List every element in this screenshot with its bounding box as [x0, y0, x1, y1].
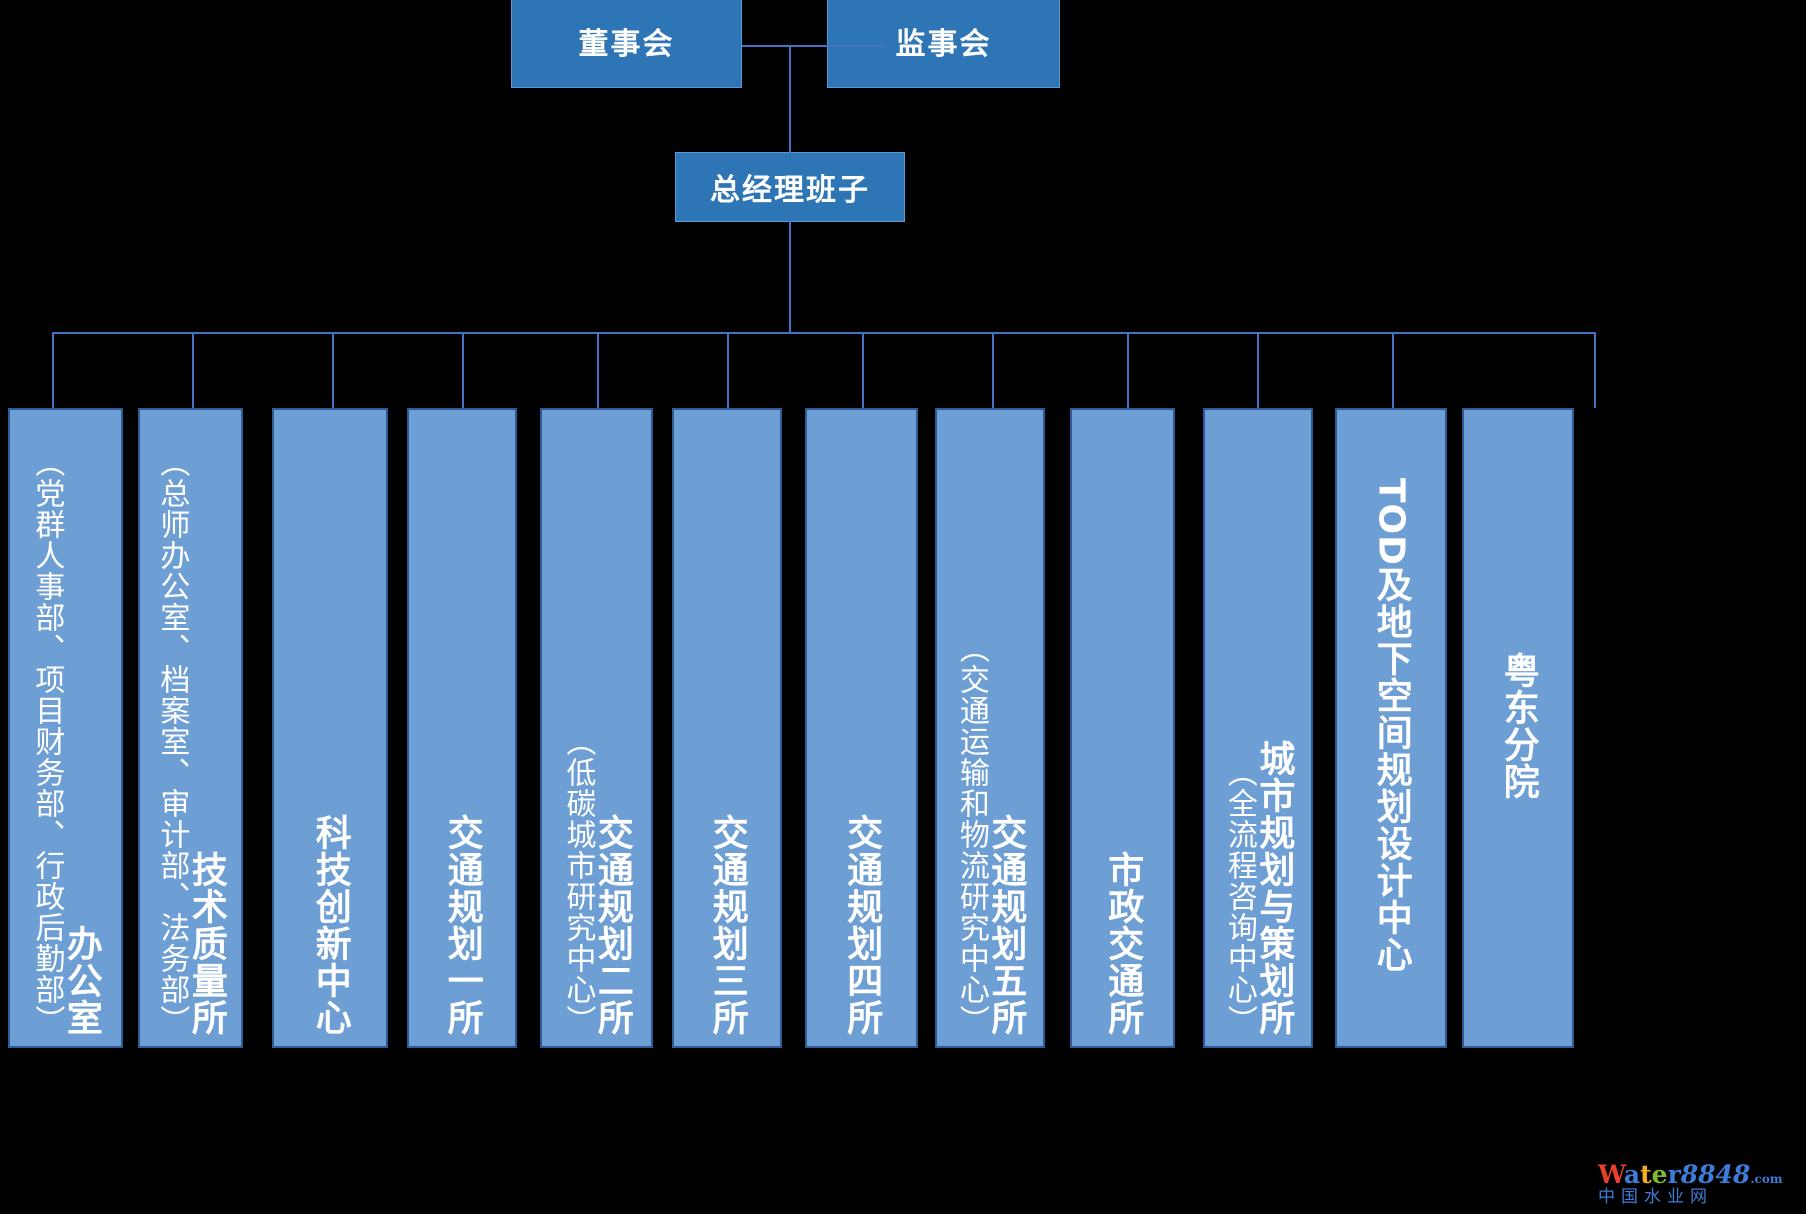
dept-label-primary-2: 技术质量所: [185, 851, 227, 1036]
dept-box-9[interactable]: 市政交通所: [1070, 408, 1175, 1048]
connector-gm-down: [789, 220, 791, 333]
connector-drop-1: [52, 332, 54, 408]
watermark-letter-e: e: [1651, 1160, 1668, 1189]
connector-gm-vertical: [789, 45, 791, 153]
dept-box-11[interactable]: TOD及地下空间规划设计中心: [1335, 408, 1447, 1048]
dept-label-primary-1: 办公室: [60, 925, 102, 1036]
connector-drop-9: [1127, 332, 1129, 408]
dept-box-1[interactable]: 办公室 （党群人事部、项目财务部、行政后勤部）: [8, 408, 123, 1048]
dept-label-primary-11: TOD及地下空间规划设计中心: [1370, 478, 1412, 974]
dept-label-primary-4: 交通规划一所: [441, 814, 483, 1036]
watermark-letter-r: r: [1667, 1160, 1681, 1189]
department-row: 办公室 （党群人事部、项目财务部、行政后勤部） 技术质量所 （总师办公室、档案室…: [0, 408, 1806, 1048]
watermark-brand: Water8848.com: [1598, 1160, 1783, 1189]
connector-drop-3: [332, 332, 334, 408]
dept-label-secondary-10: （全流程咨询中心）: [1221, 757, 1257, 1036]
dept-label-primary-6: 交通规划三所: [706, 814, 748, 1036]
dept-label-secondary-5: （低碳城市研究中心）: [560, 726, 596, 1036]
connector-drop-11: [1392, 332, 1394, 408]
box-board-of-supervisors[interactable]: 监事会: [827, 0, 1060, 88]
dept-box-8[interactable]: 交通规划五所 （交通运输和物流研究中心）: [935, 408, 1045, 1048]
dept-box-3[interactable]: 科技创新中心: [272, 408, 388, 1048]
dept-label-secondary-1: （党群人事部、项目财务部、行政后勤部）: [29, 447, 65, 1036]
box-general-manager-team[interactable]: 总经理班子: [675, 152, 905, 222]
connector-drop-8: [992, 332, 994, 408]
dept-box-6[interactable]: 交通规划三所: [672, 408, 782, 1048]
watermark: Water8848.com 中国水业网: [1598, 1160, 1783, 1208]
dept-box-5[interactable]: 交通规划二所 （低碳城市研究中心）: [540, 408, 653, 1048]
connector-drop-10: [1257, 332, 1259, 408]
watermark-letter-a: a: [1623, 1160, 1641, 1189]
box-board-of-directors[interactable]: 董事会: [511, 0, 742, 88]
connector-drop-5: [597, 332, 599, 408]
connector-department-bus: [52, 332, 1595, 334]
connector-top-horizontal: [742, 45, 887, 47]
dept-box-2[interactable]: 技术质量所 （总师办公室、档案室、审计部、法务部）: [138, 408, 243, 1048]
dept-label-secondary-8: （交通运输和物流研究中心）: [953, 633, 989, 1036]
dept-label-primary-10: 城市规划与策划所: [1253, 740, 1295, 1036]
dept-label-primary-12: 粤东分院: [1497, 652, 1539, 800]
watermark-letter-t: t: [1640, 1160, 1652, 1189]
dept-label-primary-3: 科技创新中心: [309, 814, 351, 1036]
watermark-number: 8848: [1680, 1160, 1751, 1189]
connector-drop-2: [192, 332, 194, 408]
dept-box-4[interactable]: 交通规划一所: [407, 408, 517, 1048]
dept-label-primary-5: 交通规划二所: [591, 814, 633, 1036]
watermark-letter-w: W: [1598, 1160, 1624, 1189]
dept-label-primary-9: 市政交通所: [1102, 851, 1144, 1036]
dept-box-12[interactable]: 粤东分院: [1462, 408, 1574, 1048]
connector-drop-12: [1594, 332, 1596, 408]
connector-drop-6: [727, 332, 729, 408]
dept-label-primary-8: 交通规划五所: [985, 814, 1027, 1036]
connector-drop-7: [862, 332, 864, 408]
dept-box-7[interactable]: 交通规划四所: [805, 408, 918, 1048]
watermark-tld: .com: [1750, 1172, 1783, 1186]
watermark-subtitle: 中国水业网: [1598, 1187, 1713, 1207]
dept-label-primary-7: 交通规划四所: [841, 814, 883, 1036]
connector-drop-4: [462, 332, 464, 408]
dept-label-secondary-2: （总师办公室、档案室、审计部、法务部）: [154, 447, 190, 1036]
dept-box-10[interactable]: 城市规划与策划所 （全流程咨询中心）: [1203, 408, 1313, 1048]
